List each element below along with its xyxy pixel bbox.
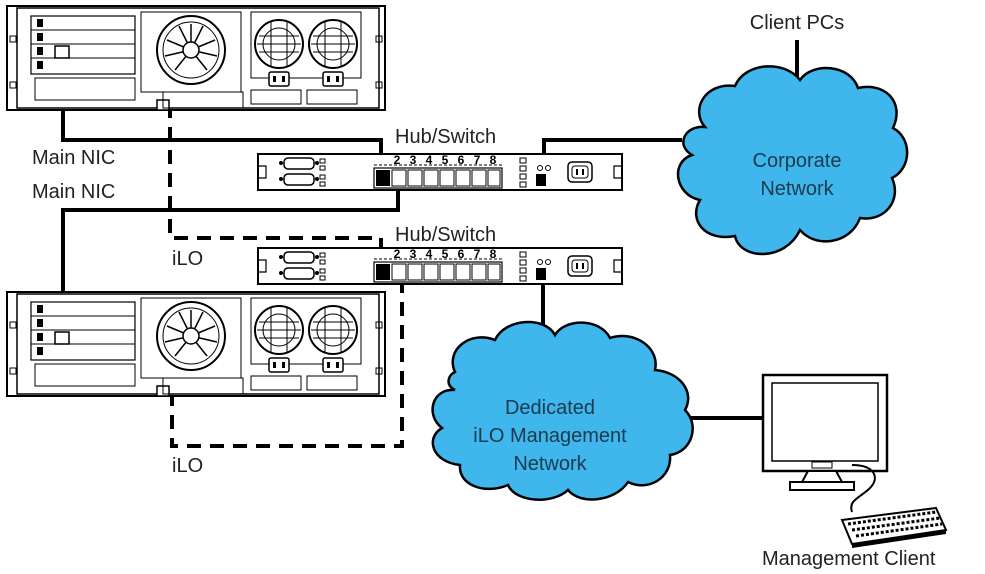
hub-switch-label-bottom: Hub/Switch [395, 224, 496, 246]
port-number-3: 3 [410, 153, 417, 167]
client-pcs-label: Client PCs [750, 12, 844, 34]
management-network-line-2: iLO Management [473, 425, 627, 447]
port-number-2: 2 [394, 247, 401, 261]
port-number-7: 7 [474, 153, 481, 167]
cable-server2-ilo-to-switch2 [170, 280, 404, 448]
management-client-label: Management Client [762, 548, 936, 570]
main-nic-label-bottom: Main NIC [32, 181, 115, 203]
management-client-workstation [761, 373, 948, 548]
hub-switch-label-top: Hub/Switch [395, 126, 496, 148]
port-number-6: 6 [458, 247, 465, 261]
monitor [761, 373, 889, 491]
corporate-network-cloud: Corporate Network [676, 65, 909, 256]
port-number-4: 4 [426, 153, 433, 167]
ilo-label-bottom: iLO [172, 455, 203, 477]
main-nic-label-top: Main NIC [32, 147, 115, 169]
keyboard-cable [850, 464, 876, 513]
ilo-dashed-lines [168, 104, 404, 448]
management-network-cloud: Dedicated iLO Management Network [431, 320, 694, 501]
keyboard [840, 506, 948, 548]
port-number-8: 8 [490, 153, 497, 167]
port-number-3: 3 [410, 247, 417, 261]
port-number-2: 2 [394, 153, 401, 167]
rack-server-top [6, 5, 386, 111]
rack-server-bottom [6, 291, 386, 397]
management-network-line-1: Dedicated [505, 397, 595, 419]
port-number-5: 5 [442, 247, 449, 261]
corporate-network-line-1: Corporate [753, 150, 842, 172]
corporate-network-line-2: Network [760, 178, 834, 200]
management-network-line-3: Network [513, 453, 587, 475]
cable-server2-nic-to-switch1 [61, 184, 400, 348]
port-number-6: 6 [458, 153, 465, 167]
ilo-label-top: iLO [172, 248, 203, 270]
port-number-4: 4 [426, 247, 433, 261]
cable-server1-ilo-to-switch2 [168, 104, 383, 280]
port-number-7: 7 [474, 247, 481, 261]
port-number-8: 8 [490, 247, 497, 261]
port-number-5: 5 [442, 153, 449, 167]
